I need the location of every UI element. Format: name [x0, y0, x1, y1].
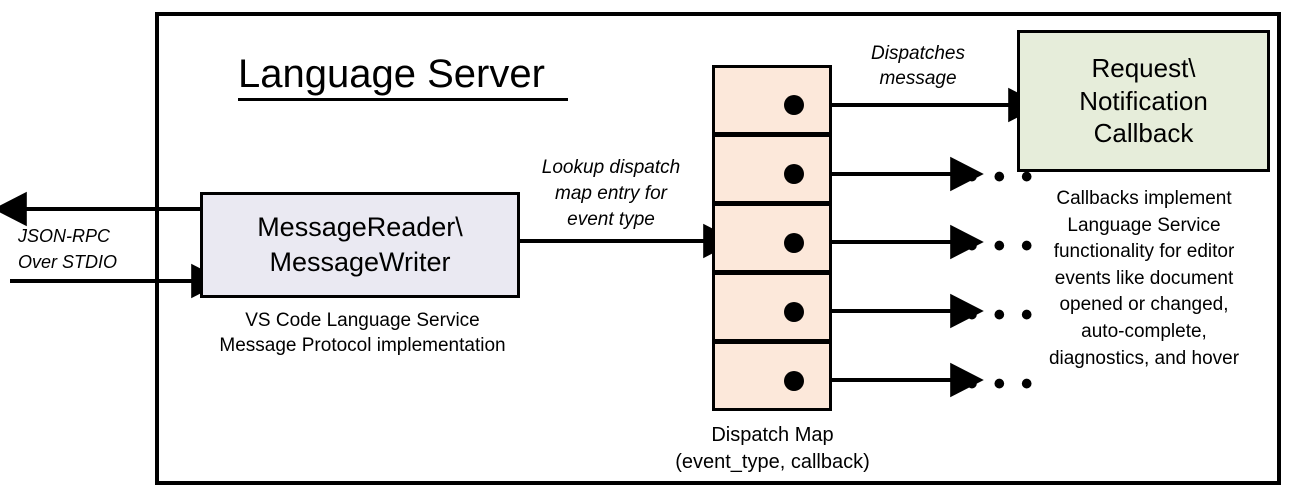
- message-io-caption-line1: VS Code Language Service: [245, 310, 480, 331]
- lookup-label-line3: event type: [567, 208, 655, 230]
- dispatches-message-label: Dispatches message: [833, 41, 1003, 92]
- message-io-label-line1: MessageReader\: [257, 211, 463, 242]
- ellipsis-row-4: • • •: [966, 296, 1036, 334]
- callback-label-line1: Request\: [1091, 52, 1196, 83]
- callback-caption-line6: auto-complete,: [1081, 320, 1207, 342]
- dispatch-entry-dot-1: [784, 95, 804, 115]
- dispatch-caption-line2: (event_type, callback): [675, 450, 870, 473]
- lookup-label-line2: map entry for: [555, 182, 667, 204]
- message-io-caption-line2: Message Protocol implementation: [219, 335, 506, 357]
- callback-label-line3: Callback: [1093, 118, 1194, 149]
- dispatch-map-row-2[interactable]: [712, 134, 832, 204]
- callback-caption-line3: functionality for editor: [1053, 241, 1235, 263]
- callback-label-line2: Notification: [1079, 85, 1208, 116]
- message-reader-writer-box[interactable]: MessageReader\ MessageWriter: [200, 192, 520, 298]
- ellipsis-row-3: • • •: [966, 227, 1036, 265]
- dispatch-entry-dot-3: [784, 233, 804, 253]
- callback-caption-line7: diagnostics, and hover: [1048, 347, 1240, 369]
- ellipsis-row-5: • • •: [966, 365, 1036, 403]
- dispatch-map-row-1[interactable]: [712, 65, 832, 135]
- callback-caption-line2: Language Service: [1067, 214, 1221, 236]
- dispatch-map[interactable]: [712, 65, 832, 415]
- lookup-label-line1: Lookup dispatch: [541, 157, 681, 178]
- dispatch-map-caption: Dispatch Map (event_type, callback): [645, 422, 900, 475]
- transport-label: JSON-RPC Over STDIO: [18, 224, 158, 275]
- dispatch-entry-dot-2: [784, 164, 804, 184]
- dispatch-map-row-3[interactable]: [712, 203, 832, 273]
- dispatch-map-row-5[interactable]: [712, 341, 832, 411]
- dispatch-caption-line1: Dispatch Map: [711, 424, 834, 446]
- callback-caption-line5: opened or changed,: [1059, 294, 1229, 316]
- lookup-dispatch-label: Lookup dispatch map entry for event type: [516, 155, 706, 232]
- dispatch-map-row-4[interactable]: [712, 272, 832, 342]
- callback-caption-line4: events like document: [1054, 267, 1234, 289]
- callback-caption: Callbacks implement Language Service fun…: [1008, 186, 1280, 372]
- message-io-label-line2: MessageWriter: [269, 247, 451, 277]
- dispatch-entry-dot-5: [784, 371, 804, 391]
- dispatches-label-line1: Dispatches: [871, 43, 965, 64]
- transport-label-line2: Over STDIO: [18, 251, 118, 272]
- dispatches-label-line2: message: [879, 68, 957, 90]
- callback-caption-line1: Callbacks implement: [1056, 188, 1232, 209]
- dispatch-entry-dot-4: [784, 302, 804, 322]
- request-notification-callback-box[interactable]: Request\ Notification Callback: [1017, 30, 1270, 172]
- message-io-caption: VS Code Language Service Message Protoco…: [190, 308, 535, 358]
- transport-label-line1: JSON-RPC: [18, 226, 111, 246]
- page-title: Language Server: [238, 52, 568, 101]
- language-server-container: [155, 12, 1281, 485]
